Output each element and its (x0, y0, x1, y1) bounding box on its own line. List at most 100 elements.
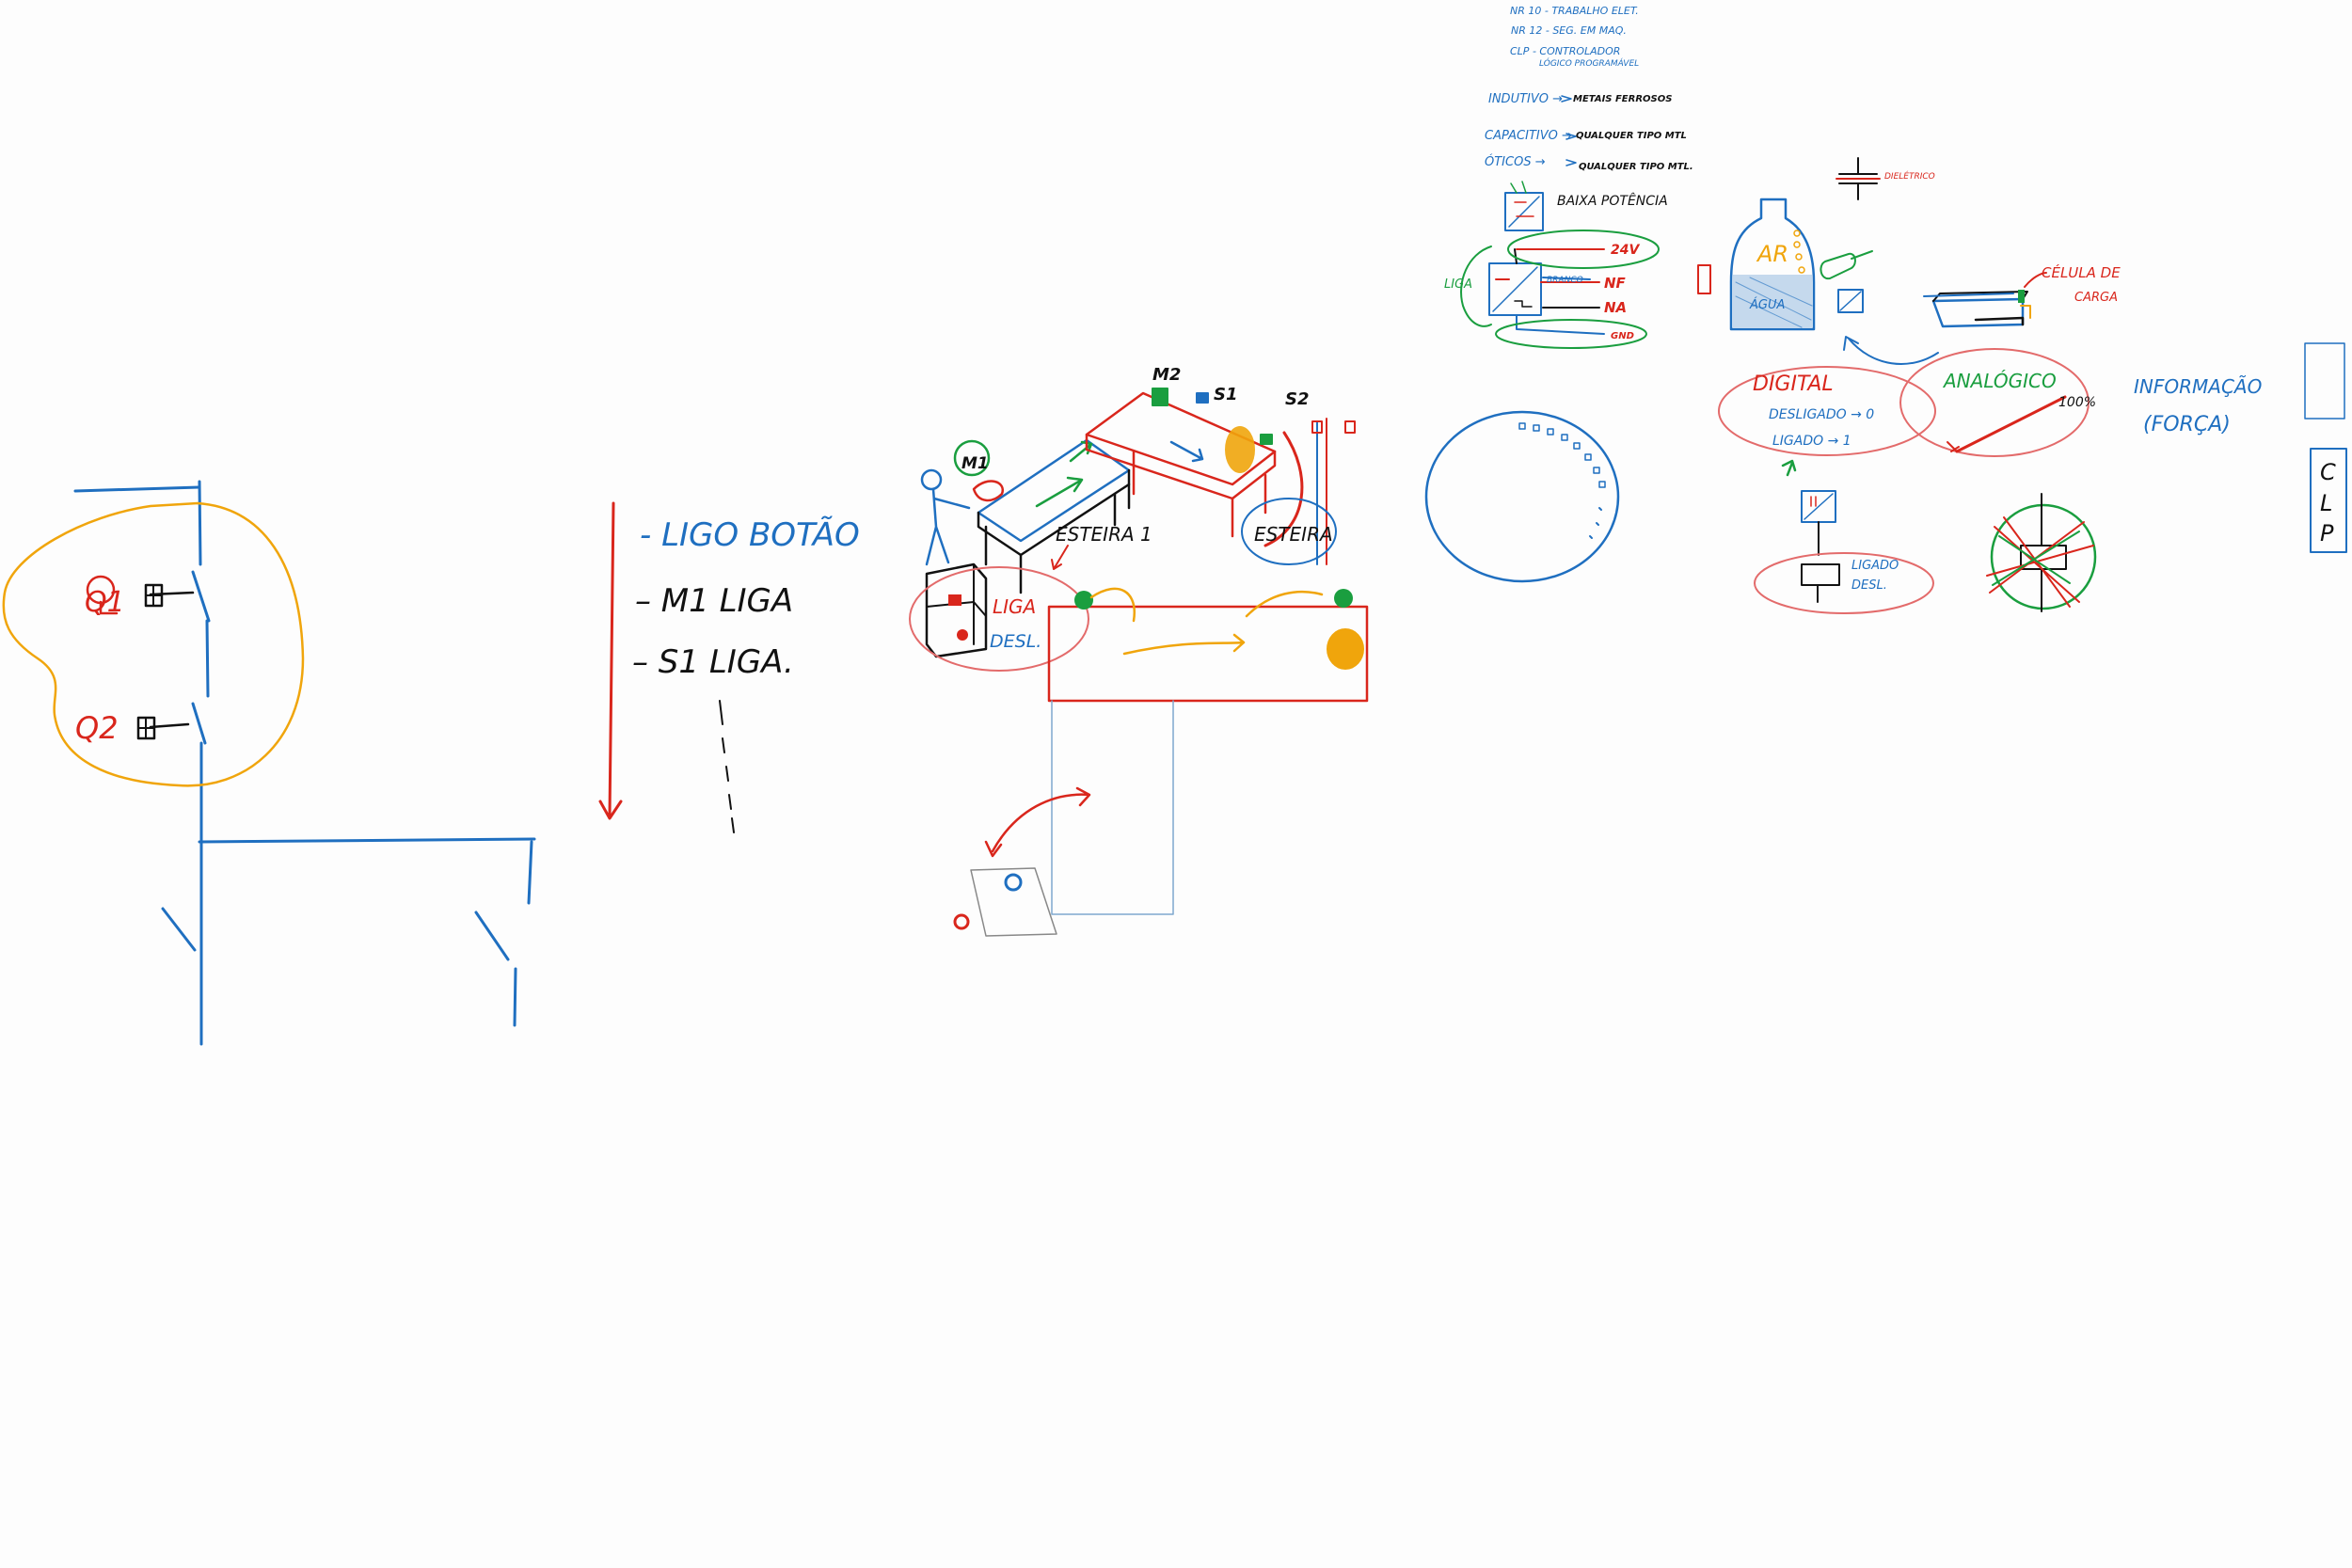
m1-circle (953, 439, 991, 477)
right-branch-vertical (513, 967, 517, 1027)
wire-na-label: NA (1604, 299, 1627, 316)
agua-label: ÁGUA (1749, 297, 1785, 312)
clp-letter-p: P (2320, 520, 2334, 546)
sensor-types-area (1697, 157, 2347, 614)
breaker-q2-contact (191, 702, 207, 745)
clp-letter-c: C (2320, 459, 2336, 485)
q1-label: Q1 (85, 586, 125, 619)
orange-product-plan (1327, 628, 1364, 670)
sequence-step-1: - LIGO BOTÃO (640, 516, 860, 554)
plan-arrow-1 (1089, 587, 1136, 623)
note-clp-2: LÓGICO PROGRAMÁVEL (1539, 57, 1639, 69)
celula-label-1: CÉLULA DE (2042, 263, 2121, 281)
esteira1-label: ESTEIRA 1 (1056, 523, 1152, 546)
main-vertical-line (198, 480, 202, 566)
curved-connector-arrow (1848, 338, 1939, 365)
analog-ramp (1955, 395, 2067, 453)
liga-bracket (1460, 245, 1492, 327)
note-oticos: ÓTICOS → (1485, 154, 1546, 169)
q2-handle-link (149, 722, 190, 729)
plan-sensor-left (1074, 591, 1093, 610)
control-box (925, 562, 988, 658)
note-capacitivo-val: QUALQUER TIPO MTL (1576, 131, 1687, 141)
transfer-arrow (1263, 431, 1304, 547)
right-drop (527, 840, 533, 905)
small-sensor-box (1837, 289, 1864, 313)
ligado-desl-ellipse (1754, 552, 1934, 614)
informacao-label-1: INFORMAÇÃO (2134, 375, 2262, 398)
note-indutivo-val: METAIS FERROSOS (1573, 94, 1672, 104)
s1-sensor (1196, 392, 1209, 404)
digital-coil (1801, 563, 1840, 586)
esteira2-highlight (1241, 498, 1337, 565)
crossed-circle (1990, 503, 2097, 610)
plan-sensor-right (1334, 589, 1353, 608)
wire-gnd (1516, 314, 1605, 335)
s2-sensor (1260, 434, 1273, 445)
sensor-symbol-top (1504, 192, 1544, 231)
clp-letter-l: L (2320, 490, 2332, 516)
operator-body (925, 487, 971, 566)
digital-ellipse (1718, 366, 1936, 456)
note-indutivo: INDUTIVO → (1488, 92, 1563, 106)
informacao-label-2: (FORÇA) (2143, 413, 2231, 436)
right-branch-contact (474, 911, 510, 961)
q1-handle-link (149, 591, 195, 596)
wire-highlight-top (1507, 230, 1660, 269)
desligado-label: DESLIGADO → 0 (1769, 407, 1874, 422)
load-cell-green (2018, 290, 2025, 303)
m2-label: M2 (1152, 365, 1181, 385)
horizontal-bus (198, 837, 536, 844)
sensor-wiring-diagram (1460, 95, 1660, 349)
sequence-step-2: – M1 LIGA (635, 582, 793, 620)
power-schematic (2, 480, 536, 1046)
dieletrico-label: DIELÉTRICO (1884, 170, 1935, 182)
operator-hand-red (972, 480, 1004, 502)
liga-desl-highlight (909, 566, 1089, 672)
sequence-arrow (598, 501, 735, 833)
note-baixa-potencia: BAIXA POTÊNCIA (1557, 192, 1668, 209)
clp-panel (2310, 448, 2347, 553)
plan-arrow-2 (1122, 633, 1246, 656)
ligado-label: LIGADO → 1 (1772, 434, 1851, 449)
s2-label: S2 (1285, 389, 1310, 409)
esteira1-pointer (1051, 545, 1069, 570)
wire-nf-label: NF (1604, 275, 1627, 292)
wire-branco (1542, 277, 1591, 280)
digital-label: DIGITAL (1753, 372, 1834, 396)
conveyor-1-arrow (1035, 476, 1084, 508)
red-probe (1697, 264, 1711, 294)
orange-product-top (1225, 426, 1255, 473)
analogico-ellipse (1899, 348, 2090, 457)
plate-arrow (991, 786, 1091, 853)
q2-label: Q2 (75, 710, 119, 746)
top-bus-line (73, 485, 201, 493)
ligado-desl-label-1: LIGADO (1851, 559, 1899, 573)
m1-label: M1 (961, 454, 989, 473)
liga-label: LIGA (993, 595, 1036, 618)
note-clp-1: CLP - CONTROLADOR (1510, 45, 1620, 57)
operator-head (920, 468, 943, 491)
conveyor-2-arrow (1169, 440, 1204, 463)
sequence-step-3: – S1 LIGA. (632, 643, 794, 681)
floor-plate (970, 867, 1057, 937)
note-capacitivo: CAPACITIVO → (1485, 129, 1572, 143)
stop-button-red (957, 629, 968, 641)
digital-arrow (1781, 459, 1797, 477)
capacitor-symbol (1838, 157, 1878, 200)
note-oticos-val: QUALQUER TIPO MTL. (1579, 162, 1693, 172)
desl-label: DESL. (990, 631, 1041, 652)
plan-arrow-3 (1245, 590, 1324, 618)
left-branch-contact (161, 907, 197, 952)
esteira2-label: ESTEIRA (1254, 523, 1333, 546)
note-nr12: NR 12 - SEG. EM MAQ. (1511, 24, 1627, 37)
note-liga: LIGA (1444, 277, 1472, 292)
wire-gnd-label: GND (1611, 331, 1634, 341)
orange-highlight-loop (2, 501, 305, 787)
plan-conveyor (1047, 605, 1369, 703)
celula-label-2: CARGA (2074, 291, 2118, 305)
blank-panel (2304, 342, 2345, 420)
rotary-table (1424, 410, 1620, 583)
